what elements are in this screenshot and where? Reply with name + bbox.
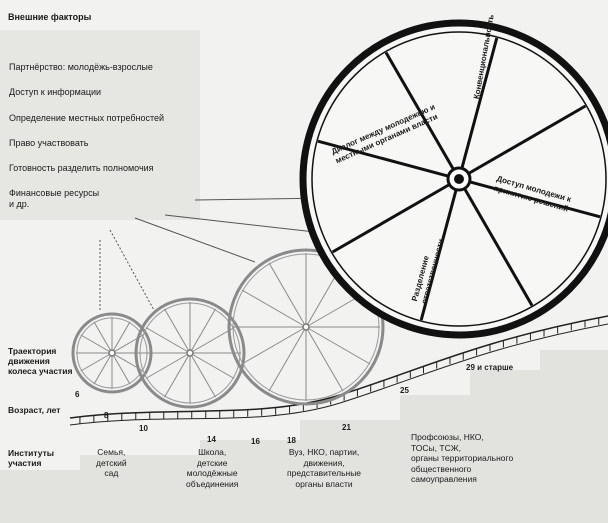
age-tick-label: 21 (342, 423, 351, 432)
big-wheel-spoke (460, 37, 499, 170)
factors-panel (0, 30, 200, 220)
age-tick-label: 16 (251, 437, 260, 446)
age-tick-label: 6 (75, 390, 80, 399)
factor-item: Партнёрство: молодёжь-взрослые (9, 62, 153, 72)
age-label: Возраст, лет (8, 405, 61, 415)
institution-university: Вуз, НКО, партии,движения,представительн… (287, 447, 362, 489)
trajectory-line (69, 315, 608, 419)
big-wheel-spoke (466, 104, 587, 176)
age-tick-label: 29 и старше (466, 363, 514, 372)
factor-item: Доступ к информации (9, 87, 102, 97)
age-tick-label: 18 (287, 436, 296, 445)
factor-item: Готовность разделить полномочия (9, 163, 154, 173)
trajectory-label: Траектория движения колеса участия (8, 346, 73, 376)
big-wheel-spoke (384, 51, 456, 172)
big-wheel-spoke (331, 182, 452, 254)
factor-item: и др. (9, 199, 30, 209)
factor-item: Финансовые ресурсы (9, 188, 100, 198)
age-tick-label: 25 (400, 386, 409, 395)
big-wheel-spoke (462, 186, 534, 307)
age-tick-label: 14 (207, 435, 216, 444)
big-wheel (299, 19, 608, 339)
big-wheel-spoke (419, 188, 458, 321)
wheel-large (227, 248, 385, 406)
factors-title: Внешние факторы (8, 12, 92, 22)
big-wheel-spoke (468, 180, 601, 219)
factor-item: Определение местных потребностей (9, 113, 165, 123)
big-wheel-spoke (317, 139, 450, 178)
age-tick-label: 10 (139, 424, 148, 433)
institutions-label: Институты участия (8, 448, 54, 468)
wheel-medium (134, 297, 246, 409)
trajectory-line-lower (69, 323, 608, 426)
age-tick-label: 8 (104, 411, 109, 420)
institution-unions: Профсоюзы, НКО,ТОСы, ТСЖ,органы территор… (411, 432, 514, 484)
factor-item: Право участвовать (9, 138, 89, 148)
factor-arrows (99, 197, 331, 313)
